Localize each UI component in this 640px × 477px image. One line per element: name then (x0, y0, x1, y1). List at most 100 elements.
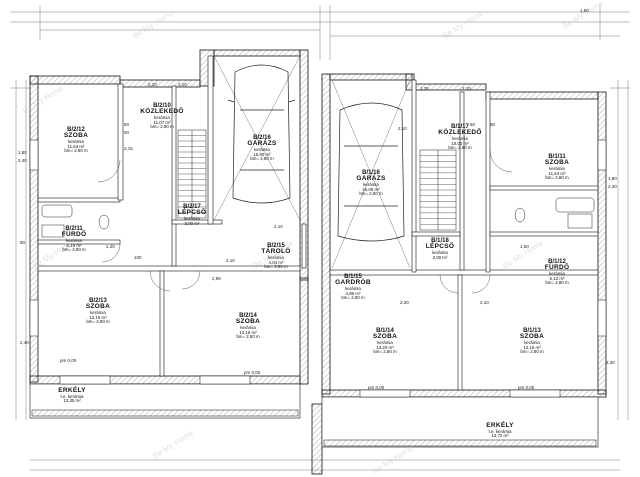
dimension-text: 1,80 (18, 150, 27, 155)
room-name: SZOBA (63, 132, 89, 140)
room-name: TÁROLÓ (261, 248, 291, 256)
room-name: FÜRDŐ (61, 231, 87, 239)
stair-treads-left (178, 135, 206, 213)
dimension-text: 80 (20, 240, 26, 245)
room-area: 13,20 m² (376, 344, 394, 350)
room-name: LÉPCSŐ (425, 243, 455, 251)
dimension-text: 1,20 (106, 244, 115, 249)
room-label-b112: B/1/12 FÜRDŐ kerámia 6,13 m² bm= 2,80 m (545, 259, 570, 286)
room-code: B/1/11 (548, 154, 566, 160)
room-area: 12,16 m² (239, 329, 257, 335)
balcony-floor: t.e. kerámia (488, 428, 512, 434)
dimension-text: 2,10 (274, 224, 283, 229)
room-height: bm= 2,80 m (545, 280, 569, 286)
room-floor: kerámia (268, 255, 284, 261)
room-floor: kerámia (452, 136, 468, 142)
stair-treads-right (420, 155, 456, 225)
room-code: B/1/17 (451, 124, 469, 130)
room-name: LÉPCSŐ (177, 209, 207, 217)
room-label-b113: B/1/13 SZOBA kerámia 12,16 m² bm= 2,80 m (520, 328, 544, 355)
dimension-text: 60 (470, 122, 476, 127)
room-label-b216: B/2/16 GARÁZS kerámia 15,90 m² bm= 2,80 … (247, 135, 276, 162)
balcony-area: 13,35 m² (63, 398, 81, 404)
dimension-text: 2,16 (124, 146, 133, 151)
room-code: B/1/12 (548, 259, 566, 265)
windows (29, 139, 607, 398)
balcony-label-left: ERKÉLY t.e. kerámia 13,35 m² (58, 387, 86, 404)
room-area: 15,09 m² (362, 186, 380, 192)
room-area: 4,04 m² (268, 259, 284, 265)
dimension-lines (10, 5, 630, 471)
dimension-text: 2,10 (398, 126, 407, 131)
dimension-text: 1,50 (580, 8, 589, 13)
room-label-b214: B/2/14 SZOBA kerámia 12,16 m² bm= 2,80 m (236, 313, 260, 340)
room-code: B/2/15 (267, 243, 285, 249)
room-label-b217: B/2/17 LÉPCSŐ kerámia 3,00 m² (178, 204, 207, 226)
dimension-text: pm 0,00 (518, 385, 535, 390)
dimension-text: 2,10 (178, 82, 187, 87)
car-right (331, 79, 411, 269)
room-label-b118: B/1/18 LÉPCSŐ kerámia 3,00 m² (426, 238, 455, 260)
room-area: 11,64 m² (548, 170, 566, 176)
room-area: 11,64 m² (67, 143, 85, 149)
room-code: B/1/15 (344, 274, 362, 280)
door-swings (97, 149, 513, 294)
balcony-area: 13,72 m² (491, 433, 509, 439)
balcony-name: ERKÉLY (58, 387, 86, 394)
room-height: bm= 2,80 m (64, 148, 88, 154)
room-label-b111: B/1/11 SZOBA kerámia 11,64 m² bm= 2,80 m (545, 154, 569, 181)
room-label-b213: B/2/13 SZOBA kerámia 12,16 m² bm= 2,80 m (86, 298, 110, 325)
room-height: bm= 2,80 m (264, 264, 288, 270)
dimension-text: 1,60 (520, 244, 529, 249)
room-name: GARDRÓB (335, 279, 371, 287)
room-area: 3,00 m² (184, 220, 200, 226)
room-name: GARÁZS (356, 175, 386, 183)
room-area: 11,07 m² (153, 119, 171, 125)
room-code: B/2/12 (67, 127, 85, 133)
room-name: SZOBA (544, 159, 570, 167)
dimension-text: 1,80 (608, 176, 617, 181)
room-label-b215: B/2/15 TÁROLÓ kerámia 4,04 m² bm= 2,80 m (261, 243, 290, 270)
room-label-b211: B/2/11 FÜRDŐ kerámia 6,19 m² bm= 2,80 m (62, 226, 87, 253)
room-height: bm= 2,80 m (86, 319, 110, 325)
room-height: bm= 2,80 m (62, 247, 86, 253)
balcony-name: ERKÉLY (486, 422, 514, 429)
room-floor: kerámia (240, 325, 256, 331)
room-code: B/2/14 (239, 313, 257, 319)
room-height: bm= 2,80 m (359, 191, 383, 197)
balcony-label-right: ERKÉLY t.e. kerámia 13,72 m² (486, 422, 514, 439)
room-area: 6,13 m² (549, 275, 565, 281)
room-floor: kerámia (254, 147, 270, 153)
room-height: bm= 2,80 m (150, 124, 174, 130)
balcony-floor: t.e. kerámia (60, 393, 84, 399)
room-floor: kerámia (68, 139, 84, 145)
room-name: KÖZLEKEDŐ (140, 108, 184, 116)
room-floor: kerámia (154, 115, 170, 121)
room-floor: kerámia (432, 250, 448, 256)
room-code: B/2/17 (183, 204, 201, 210)
dimension-text: 2,10 (148, 82, 157, 87)
room-floor: kerámia (549, 166, 565, 172)
room-area: 4,89 m² (345, 290, 361, 296)
room-label-b212: B/2/12 SZOBA kerámia 11,64 m² bm= 2,80 m (64, 127, 88, 154)
room-height: bm= 2,80 m (520, 349, 544, 355)
dimension-text: 90 (124, 130, 130, 135)
room-name: GARÁZS (247, 140, 277, 148)
room-area: 3,00 m² (432, 254, 448, 260)
dimension-text: 2,10 (462, 86, 471, 91)
room-code: B/2/16 (253, 135, 271, 141)
room-height: bm= 2,80 m (250, 156, 274, 162)
room-name: SZOBA (372, 333, 398, 341)
dimension-text: 2,40 (608, 184, 617, 189)
interior-walls (37, 55, 599, 391)
dimension-text: 100 (134, 255, 142, 260)
room-floor: kerámia (66, 238, 82, 244)
dimension-text: 2,30 (400, 300, 409, 305)
room-height: bm= 2,80 m (236, 334, 260, 340)
room-floor: kerámia (377, 340, 393, 346)
room-floor: kerámia (90, 310, 106, 316)
room-area: 12,16 m² (89, 314, 107, 320)
room-label-b210: B/2/10 KÖZLEKEDŐ kerámia 11,07 m² bm= 2,… (140, 103, 184, 130)
room-area: 12,16 m² (523, 344, 541, 350)
